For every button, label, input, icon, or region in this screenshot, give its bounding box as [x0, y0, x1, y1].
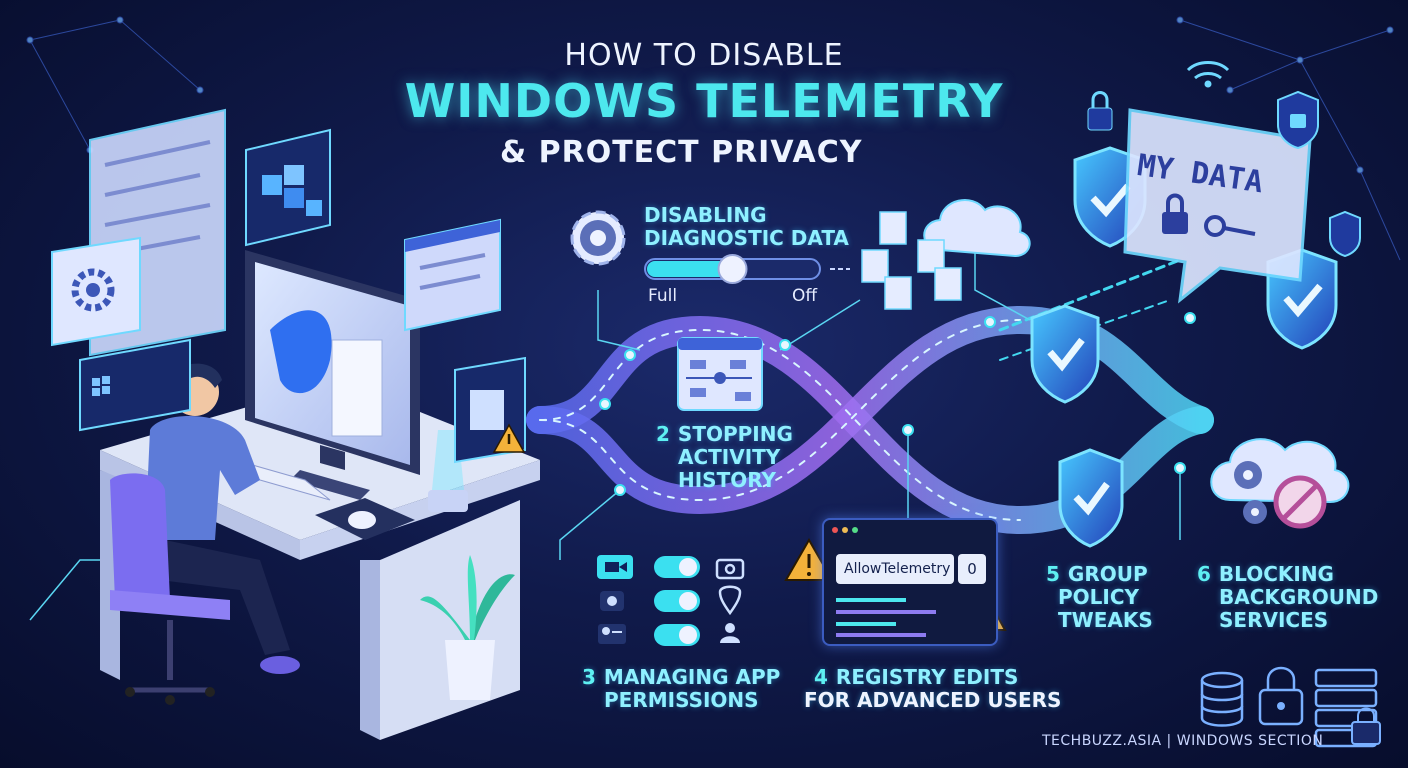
step6-number: 6	[1197, 562, 1211, 586]
monitor	[245, 250, 420, 500]
step5-line2: POLICY	[1058, 585, 1140, 609]
chair	[110, 473, 230, 705]
step2-number: 2	[656, 422, 670, 446]
shield-check-icon	[1058, 448, 1124, 548]
lock-icon	[1258, 666, 1304, 726]
blocks-panel	[245, 128, 331, 247]
step2-line1: 2 STOPPING	[656, 423, 793, 446]
person-icon	[598, 624, 626, 644]
lock-icon	[1162, 193, 1188, 234]
step3-label: 3 MANAGING APP PERMISSIONS	[582, 666, 780, 712]
document-icon	[861, 211, 962, 310]
cloud-icon	[923, 199, 1031, 258]
step4-line1: 4 REGISTRY EDITS	[804, 666, 1061, 689]
floating-panels	[51, 108, 526, 464]
step4-line1-text: REGISTRY EDITS	[835, 665, 1019, 689]
shield-check-icon	[1030, 304, 1100, 404]
server-icon	[1200, 671, 1244, 727]
step3-number: 3	[582, 665, 596, 689]
step6-line2: BACKGROUND	[1219, 585, 1379, 609]
activity-window	[677, 337, 763, 411]
code-line	[836, 598, 906, 602]
slider-right-label: Off	[792, 286, 818, 306]
step5-line3: TWEAKS	[1058, 608, 1153, 632]
title-line2: WINDOWS TELEMETRY	[404, 74, 1004, 128]
step2-label: 2 STOPPING ACTIVITY HISTORY	[656, 423, 793, 492]
step5-number: 5	[1046, 562, 1060, 586]
network-lines	[26, 16, 1401, 261]
diagnostic-slider[interactable]	[644, 254, 850, 284]
slider-fill	[647, 261, 733, 277]
step6-label: 6 BLOCKING BACKGROUND SERVICES	[1197, 563, 1378, 632]
wifi-icon	[1186, 61, 1230, 88]
step4-number: 4	[814, 665, 828, 689]
code-line	[836, 610, 936, 614]
title-line3: & PROTECT PRIVACY	[500, 135, 863, 170]
slider-knob[interactable]	[717, 254, 748, 284]
step2-line2: ACTIVITY	[678, 445, 781, 469]
registry-key-field[interactable]: AllowTelemetry	[836, 554, 954, 584]
gear-panel	[51, 236, 141, 347]
step5-line1: 5 GROUP	[1046, 563, 1153, 586]
step3-line1-text: MANAGING APP	[603, 665, 781, 689]
window-dot-yellow	[842, 527, 848, 533]
slider-left-label: Full	[648, 286, 678, 306]
person-icon	[720, 623, 740, 643]
desk-scene	[100, 250, 540, 740]
step4-line2: FOR ADVANCED USERS	[804, 688, 1062, 712]
step6-line1: 6 BLOCKING	[1197, 563, 1378, 586]
window-dot-green	[852, 527, 858, 533]
step3-line1: 3 MANAGING APP	[582, 666, 780, 689]
code-line	[836, 633, 926, 637]
plant	[420, 555, 515, 700]
video-icon	[597, 555, 633, 579]
toggle-knob[interactable]	[679, 558, 697, 576]
step2-line3: HISTORY	[678, 468, 777, 492]
footer-credit: TECHBUZZ.ASIA | WINDOWS SECTION	[1042, 733, 1324, 749]
block-icon	[1210, 438, 1350, 529]
step3-line2: PERMISSIONS	[604, 688, 759, 712]
location-icon	[718, 585, 742, 616]
step1-title: DISABLING DIAGNOSTIC DATA	[644, 204, 849, 250]
registry-value-field[interactable]: 0	[958, 554, 986, 584]
step1-title-line2: DIAGNOSTIC DATA	[644, 226, 849, 250]
warning-icon	[784, 537, 834, 581]
lock-icon	[1351, 707, 1381, 745]
warning-icon	[492, 423, 526, 453]
shield-check-icon	[1329, 210, 1361, 258]
win-panel	[79, 338, 191, 432]
browser-window	[404, 218, 501, 332]
step5-label: 5 GROUP POLICY TWEAKS	[1046, 563, 1153, 632]
lock-icon	[1087, 91, 1113, 131]
gear-icon	[570, 210, 626, 266]
registry-editor-card: AllowTelemetry 0	[822, 518, 998, 646]
window-dot-red	[832, 527, 838, 533]
title-line1: HOW TO DISABLE	[564, 38, 844, 73]
key-icon	[1204, 215, 1256, 237]
step1-title-line1: DISABLING	[644, 203, 767, 227]
camera-icon	[715, 558, 745, 580]
step6-line1-text: BLOCKING	[1218, 562, 1334, 586]
my-data-bubble	[1123, 108, 1312, 304]
lock-icon	[1277, 90, 1319, 150]
microphone-icon	[600, 591, 624, 611]
step4-label: 4 REGISTRY EDITS FOR ADVANCED USERS	[804, 666, 1061, 712]
step2-line1-text: STOPPING	[677, 422, 793, 446]
permission-list	[597, 555, 745, 646]
step5-line1-text: GROUP	[1067, 562, 1148, 586]
toggle-knob[interactable]	[679, 592, 697, 610]
code-line	[836, 622, 896, 626]
step6-line3: SERVICES	[1219, 608, 1329, 632]
toggle-knob[interactable]	[679, 626, 697, 644]
path-nodes	[599, 312, 1196, 496]
